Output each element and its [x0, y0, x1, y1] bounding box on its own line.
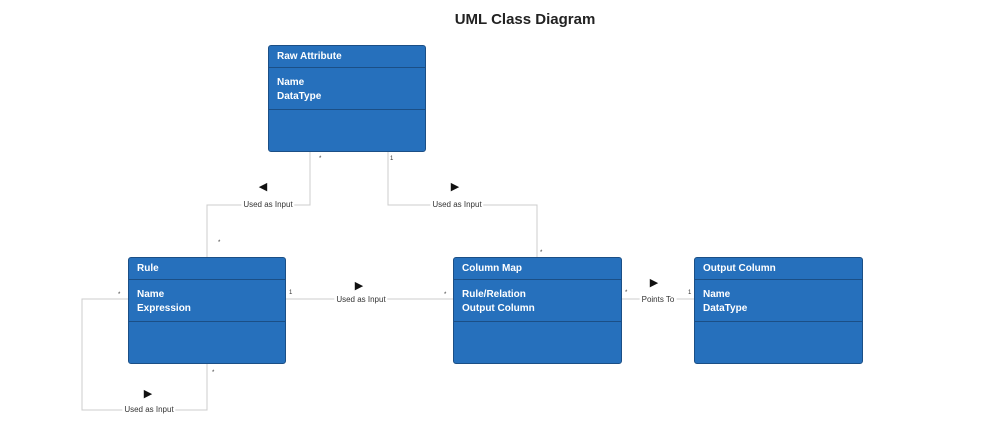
- class-rule[interactable]: Rule Name Expression: [128, 257, 286, 364]
- edge-label: Points To: [639, 295, 677, 305]
- edge-rule-self: [81, 298, 208, 411]
- class-name: Column Map: [454, 258, 621, 280]
- class-output-column[interactable]: Output Column Name DataType: [694, 257, 863, 364]
- class-raw-attribute[interactable]: Raw Attribute Name DataType: [268, 45, 426, 152]
- attribute: Expression: [137, 303, 191, 314]
- class-attributes: Rule/Relation Output Column: [454, 280, 621, 322]
- arrow-right-icon: ▶: [450, 181, 460, 193]
- diagram-title: UML Class Diagram: [454, 11, 596, 28]
- multiplicity: *: [625, 290, 628, 296]
- multiplicity: *: [212, 370, 215, 376]
- arrow-right-icon: ▶: [354, 280, 364, 292]
- edge-label: Used as Input: [122, 405, 176, 415]
- multiplicity: *: [118, 292, 121, 298]
- attribute: Output Column: [462, 303, 535, 314]
- multiplicity: *: [540, 250, 543, 256]
- arrow-right-icon: ▶: [143, 388, 153, 400]
- attribute: Rule/Relation: [462, 289, 526, 300]
- multiplicity: 1: [688, 290, 692, 296]
- class-name: Rule: [129, 258, 285, 280]
- multiplicity: *: [319, 156, 322, 162]
- attribute: DataType: [703, 303, 748, 314]
- edge-label: Used as Input: [430, 200, 484, 210]
- multiplicity: 1: [390, 156, 394, 162]
- multiplicity: *: [218, 240, 221, 246]
- attribute: Name: [277, 77, 305, 88]
- multiplicity: 1: [289, 290, 293, 296]
- attribute: DataType: [277, 91, 322, 102]
- class-attributes: Name Expression: [129, 280, 285, 322]
- arrow-right-icon: ▶: [649, 277, 659, 289]
- attribute: Name: [703, 289, 731, 300]
- edge-label: Used as Input: [241, 200, 295, 210]
- attribute: Name: [137, 289, 165, 300]
- multiplicity: *: [444, 292, 447, 298]
- class-attributes: Name DataType: [269, 68, 425, 110]
- class-column-map[interactable]: Column Map Rule/Relation Output Column: [453, 257, 622, 364]
- class-name: Raw Attribute: [269, 46, 425, 68]
- edge-label: Used as Input: [334, 295, 388, 305]
- class-attributes: Name DataType: [695, 280, 862, 322]
- arrow-left-icon: ◀: [258, 181, 268, 193]
- class-name: Output Column: [695, 258, 862, 280]
